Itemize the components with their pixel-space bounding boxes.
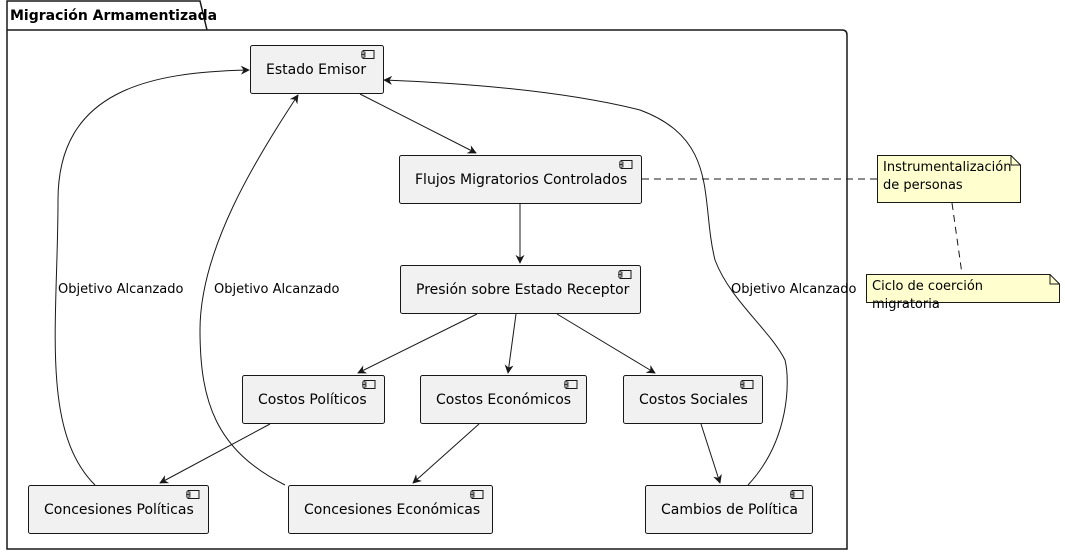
component-icon [362,380,376,389]
component-label: Costos Políticos [258,392,367,408]
component-icon [618,270,632,279]
component-flujos-migratorios[interactable]: Flujos Migratorios Controlados [399,155,642,204]
component-costos-politicos[interactable]: Costos Políticos [242,375,385,424]
component-label: Concesiones Económicas [304,502,481,518]
edge-emisor-flujos [359,93,477,154]
edge-label-right: Objetivo Alcanzado [731,282,857,297]
edge-return-right [383,75,788,486]
component-icon [186,490,200,499]
edge-label-left: Objetivo Alcanzado [58,282,184,297]
component-label: Costos Económicos [436,392,572,408]
component-label: Presión sobre Estado Receptor [416,282,630,298]
note-instrumentalizacion: Instrumentalización de personas [877,155,1021,203]
package-frame [6,0,848,550]
edge-presion-costos-economicos [504,313,517,374]
component-cambios-politica[interactable]: Cambios de Política [645,485,813,534]
edge-presion-costos-sociales [556,313,656,374]
edge-costos-politicos-concesiones [159,423,271,484]
component-label: Flujos Migratorios Controlados [415,172,628,188]
component-costos-sociales[interactable]: Costos Sociales [623,375,763,424]
component-icon [740,380,754,389]
component-icon [564,380,578,389]
component-concesiones-politicas[interactable]: Concesiones Políticas [28,485,209,534]
note-ciclo-coercion: Ciclo de coerción migratoria [866,274,1060,312]
edge-return-middle [199,94,299,486]
component-label: Concesiones Políticas [44,502,194,518]
note-connector-ciclo [951,202,963,275]
component-costos-economicos[interactable]: Costos Económicos [420,375,587,424]
component-label: Costos Sociales [639,392,748,408]
edge-costos-sociales-cambios [700,423,722,484]
component-estado-emisor[interactable]: Estado Emisor [250,45,384,94]
edge-return-left [54,65,250,486]
note-shape [866,274,1060,303]
edge-label-middle: Objetivo Alcanzado [214,282,340,297]
package-title: Migración Armamentizada [10,8,218,24]
component-icon [619,160,633,169]
component-concesiones-economicas[interactable]: Concesiones Económicas [288,485,493,534]
component-label: Estado Emisor [266,62,367,78]
component-icon [470,490,484,499]
note-shape [877,155,1021,203]
note-text: Instrumentalización de personas [883,160,1012,193]
edge-costos-economicos-concesiones [412,423,480,484]
note-text: Ciclo de coerción migratoria [872,279,984,312]
component-icon [790,490,804,499]
component-label: Cambios de Política [661,502,798,518]
component-presion-estado-receptor[interactable]: Presión sobre Estado Receptor [400,265,641,314]
component-icon [361,50,375,59]
edge-presion-costos-politicos [357,313,478,374]
